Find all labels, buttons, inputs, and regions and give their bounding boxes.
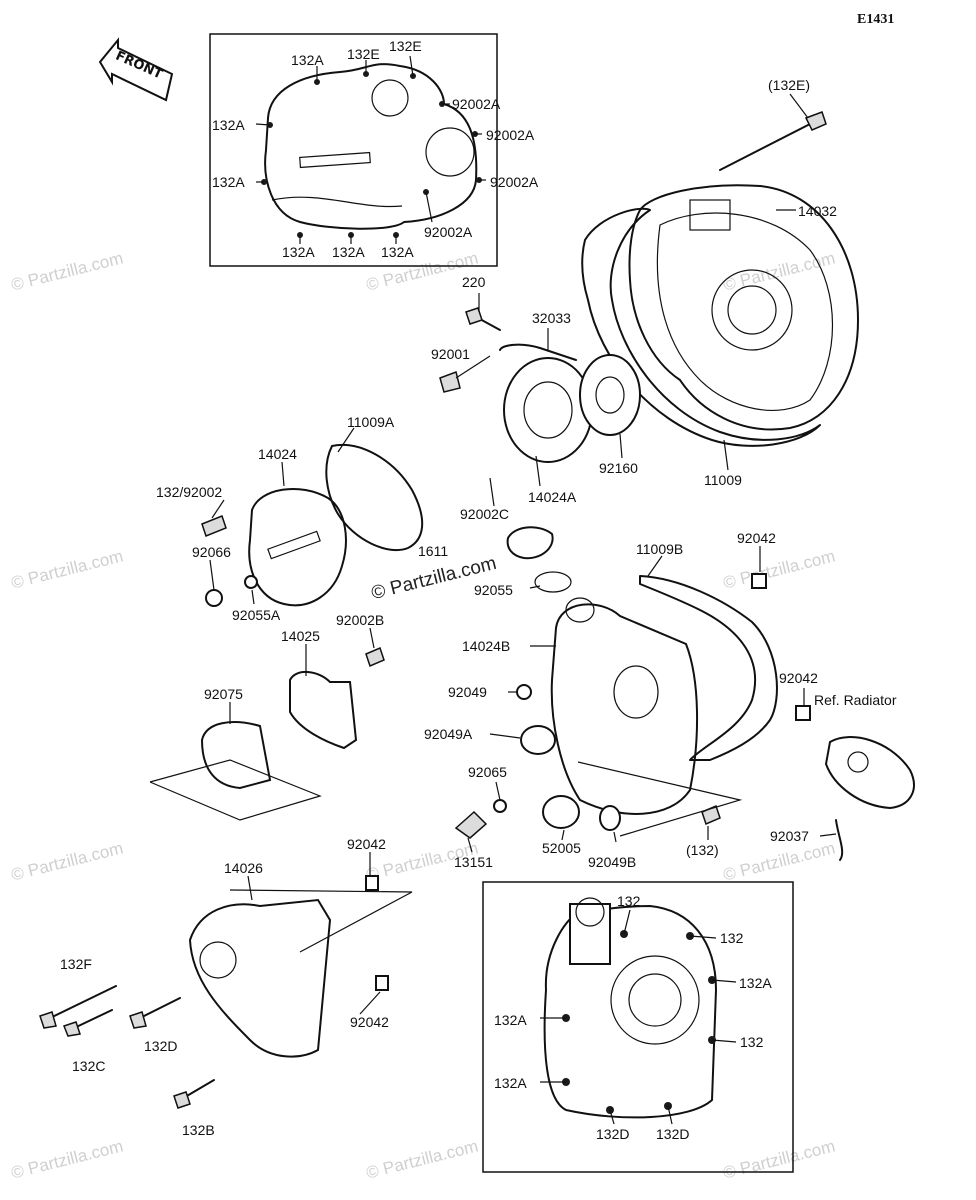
part-label: 92042	[350, 1014, 389, 1030]
part-label: 1611	[418, 543, 449, 559]
part-label: 14024A	[528, 489, 577, 505]
dowel-92042-mid	[795, 705, 811, 721]
leader-lines-main	[209, 93, 837, 1015]
part-label: 13151	[454, 854, 493, 870]
part-label: 132D	[596, 1126, 630, 1142]
part-label: 11009A	[347, 414, 395, 430]
part-label: 132A	[332, 244, 365, 260]
part-label: 92049	[448, 684, 487, 700]
part-label: 92042	[737, 530, 776, 546]
part-label: 14026	[224, 860, 263, 876]
leader-lines-bottom	[540, 909, 737, 1125]
washer-92065	[493, 799, 507, 813]
bearing-52005	[542, 795, 580, 829]
part-label: 92002A	[490, 174, 539, 190]
nut-92049	[516, 684, 532, 700]
part-label: 92049B	[588, 854, 637, 870]
part-label: 11009B	[636, 541, 684, 557]
part-label: 92042	[779, 670, 818, 686]
dowel-92042-upper	[751, 573, 767, 589]
part-label: 32033	[532, 310, 571, 326]
clutch-cover-outline	[264, 63, 478, 230]
part-label: 132B	[182, 1122, 215, 1138]
part-label: 92066	[192, 544, 231, 560]
part-label: (132)	[686, 842, 719, 858]
part-label: 132/92002	[156, 484, 223, 500]
part-label: 132	[740, 1034, 764, 1050]
bolt-dots-top	[261, 71, 482, 238]
part-label: 132A	[739, 975, 772, 991]
part-label: 132A	[212, 174, 245, 190]
part-label: 132E	[347, 46, 380, 62]
part-label: 132	[617, 893, 641, 909]
bottom-inset-frame	[482, 881, 794, 1173]
part-label: 14025	[281, 628, 320, 644]
diagram-code: E1431	[857, 12, 895, 27]
part-label: 92002A	[486, 127, 535, 143]
part-label: 14024	[258, 446, 297, 462]
cover-14024B	[550, 597, 699, 815]
part-label: 14032	[798, 203, 837, 219]
part-label: 220	[462, 274, 486, 290]
part-label: 92002B	[336, 612, 385, 628]
part-label: 132A	[291, 52, 324, 68]
seal-92049B	[599, 805, 621, 831]
part-label: 92037	[770, 828, 809, 844]
part-label: 132A	[494, 1012, 527, 1028]
part-label: 132	[720, 930, 744, 946]
part-label: 11009	[704, 472, 742, 488]
pad-92075	[149, 721, 322, 821]
part-label: 132C	[72, 1058, 106, 1074]
part-label: 92002A	[424, 224, 473, 240]
part-label: 132D	[656, 1126, 690, 1142]
bolt-132E	[719, 111, 827, 171]
front-arrow-icon	[98, 37, 174, 102]
part-label: Ref. Radiator	[814, 692, 897, 708]
part-label: 92065	[468, 764, 507, 780]
part-label: 92075	[204, 686, 243, 702]
o-ring-92055	[534, 571, 572, 593]
part-label: 92042	[347, 836, 386, 852]
part-label: 52005	[542, 840, 581, 856]
part-label: 92001	[431, 346, 470, 362]
part-label: 92002A	[452, 96, 501, 112]
part-label: 132F	[60, 956, 92, 972]
part-label: 132E	[389, 38, 422, 54]
part-label: (132E)	[768, 77, 811, 93]
part-label: 92049A	[424, 726, 473, 742]
radiator-fitting	[824, 736, 915, 861]
sensor-13151	[454, 810, 488, 839]
part-label: 92160	[599, 460, 638, 476]
seal-92049A	[520, 725, 556, 755]
water-pump-cover-14024A	[439, 307, 641, 463]
bolt-92002B	[365, 646, 385, 668]
part-label: 92002C	[460, 506, 510, 522]
part-label: 92055	[474, 582, 513, 598]
part-label: 132A	[282, 244, 315, 260]
part-label: 132D	[144, 1038, 178, 1054]
part-label: 132A	[494, 1075, 527, 1091]
bracket-14025	[289, 671, 358, 750]
leader-lines-top	[255, 55, 486, 244]
crankcase-cover-14032	[628, 184, 859, 431]
gasket-11009B	[639, 575, 778, 761]
part-label: 92055A	[232, 607, 281, 623]
assembly-lines	[577, 761, 743, 837]
cap-1611	[506, 526, 554, 560]
top-inset-frame	[209, 33, 498, 267]
part-label: 132A	[381, 244, 414, 260]
part-label: 132A	[212, 117, 245, 133]
cover-14026	[188, 875, 413, 1058]
bolts-132	[39, 985, 215, 1109]
part-label: 14024B	[462, 638, 511, 654]
cover-14024	[201, 443, 424, 607]
cover-assembled-view	[543, 897, 718, 1119]
